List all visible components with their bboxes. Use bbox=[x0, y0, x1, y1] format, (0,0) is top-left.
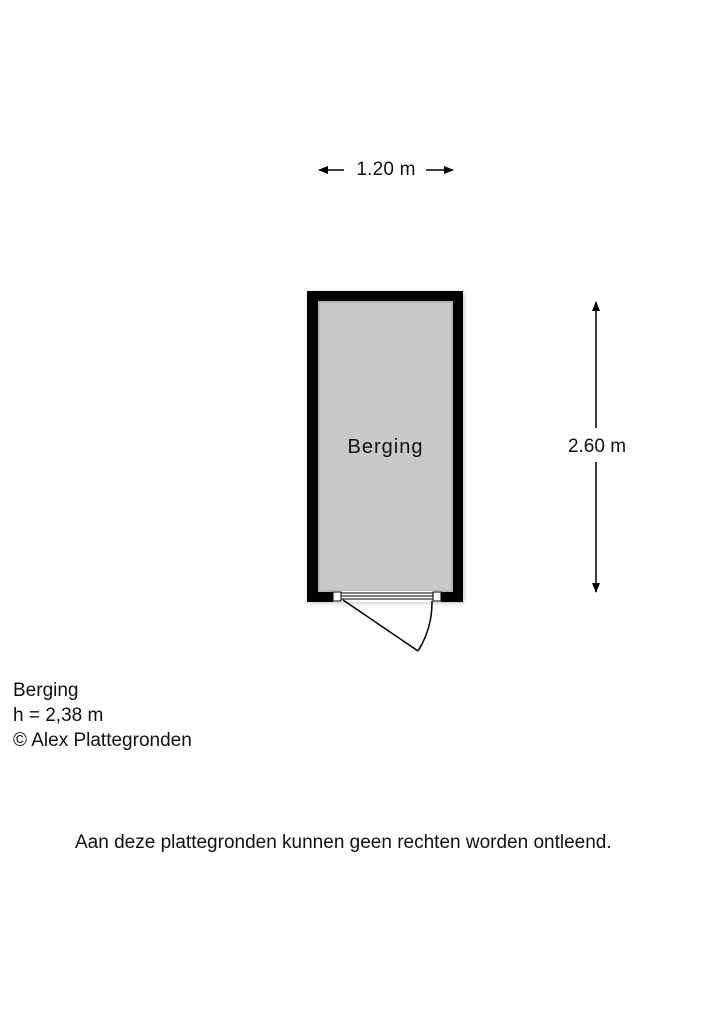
legend-ceiling-height: h = 2,38 m bbox=[13, 705, 104, 726]
legend: Berging h = 2,38 m © Alex Plattegronden bbox=[13, 678, 192, 753]
legend-room-name: Berging bbox=[13, 680, 79, 701]
height-dimension-label: 2.60 m bbox=[567, 436, 627, 457]
legend-copyright: © Alex Plattegronden bbox=[13, 730, 192, 751]
room-name-label: Berging bbox=[347, 436, 424, 458]
width-dimension-label: 1.20 m bbox=[356, 159, 416, 180]
door bbox=[332, 591, 442, 652]
disclaimer: Aan deze plattegronden kunnen geen recht… bbox=[75, 832, 612, 853]
